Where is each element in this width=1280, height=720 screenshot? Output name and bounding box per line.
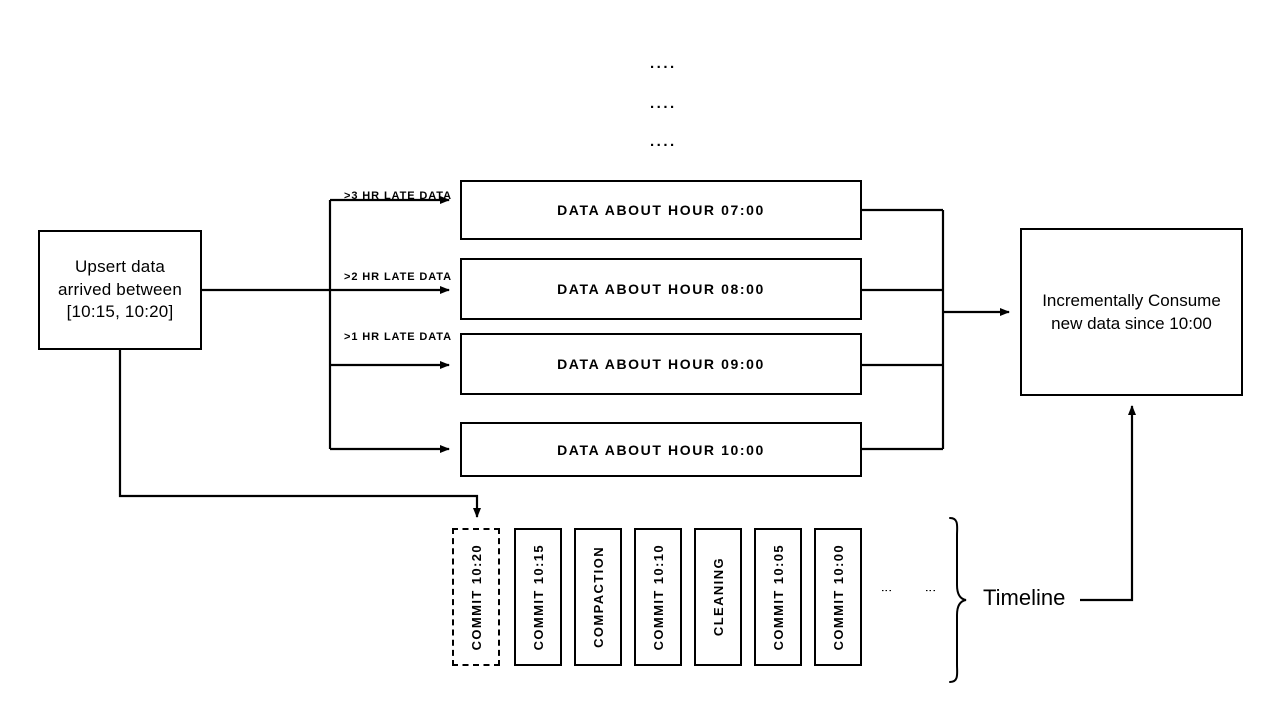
hour-box-1000[interactable]: DATA ABOUT HOUR 10:00 — [460, 422, 862, 477]
edge-label-2hr-late: >2 HR LATE DATA — [344, 271, 452, 283]
hour-box-0800[interactable]: DATA ABOUT HOUR 08:00 — [460, 258, 862, 320]
hour-box-0700-label: DATA ABOUT HOUR 07:00 — [557, 202, 765, 218]
timeline-instant-commit-1000-label: COMMIT 10:00 — [830, 543, 846, 651]
hour-box-0900-label: DATA ABOUT HOUR 09:00 — [557, 356, 765, 372]
hour-box-0700[interactable]: DATA ABOUT HOUR 07:00 — [460, 180, 862, 240]
timeline-instant-commit-1020[interactable]: COMMIT 10:20 — [452, 528, 500, 666]
incremental-consume-line2: new data since 10:00 — [1051, 314, 1212, 333]
hour-box-0900[interactable]: DATA ABOUT HOUR 09:00 — [460, 333, 862, 395]
incremental-consume-line1: Incrementally Consume — [1042, 290, 1221, 310]
timeline-instant-commit-1010-label: COMMIT 10:10 — [650, 543, 666, 651]
timeline-instant-commit-1005[interactable]: COMMIT 10:05 — [754, 528, 802, 666]
edge-source-to-commit — [118, 350, 481, 518]
timeline-instant-compaction-label: COMPACTION — [590, 546, 606, 648]
edge-timeline-to-consume — [1080, 405, 1136, 602]
timeline-instant-commit-1000[interactable]: COMMIT 10:00 — [814, 528, 862, 666]
timeline-instant-cleaning[interactable]: CLEANING — [694, 528, 742, 666]
timeline-instant-cleaning-label: CLEANING — [710, 557, 726, 637]
timeline-instant-commit-1020-label: COMMIT 10:20 — [468, 543, 484, 651]
timeline-instant-commit-1015-label: COMMIT 10:15 — [530, 543, 546, 651]
timeline-ellipsis-2: ⋮ — [924, 585, 936, 599]
upsert-source-label: Upsert data arrived between [10:15, 10:2… — [58, 256, 182, 323]
upsert-source-box[interactable]: Upsert data arrived between [10:15, 10:2… — [38, 230, 202, 350]
edge-label-3hr-late: >3 HR LATE DATA — [344, 190, 452, 202]
incremental-consume-label: Incrementally Consume new data since 10:… — [1042, 289, 1221, 335]
timeline-label: Timeline — [983, 585, 1066, 610]
upsert-source-line2: arrived between — [58, 279, 182, 299]
incremental-consume-box[interactable]: Incrementally Consume new data since 10:… — [1020, 228, 1243, 396]
upsert-source-line3: [10:15, 10:20] — [66, 302, 174, 322]
top-ellipsis-row-2: .... — [650, 95, 677, 112]
top-ellipsis-row-1: .... — [650, 55, 677, 72]
edge-label-1hr-late: >1 HR LATE DATA — [344, 331, 452, 343]
timeline-instant-commit-1005-label: COMMIT 10:05 — [770, 543, 786, 651]
hour-box-1000-label: DATA ABOUT HOUR 10:00 — [557, 441, 765, 458]
top-ellipsis-row-3: .... — [650, 133, 677, 150]
hour-box-0800-label: DATA ABOUT HOUR 08:00 — [557, 281, 765, 297]
timeline-instant-commit-1010[interactable]: COMMIT 10:10 — [634, 528, 682, 666]
timeline-instant-commit-1015[interactable]: COMMIT 10:15 — [514, 528, 562, 666]
timeline-brace — [949, 517, 967, 683]
upsert-source-line1: Upsert data — [74, 257, 166, 277]
timeline-instant-compaction[interactable]: COMPACTION — [574, 528, 622, 666]
timeline-ellipsis-1: ⋮ — [880, 585, 892, 599]
